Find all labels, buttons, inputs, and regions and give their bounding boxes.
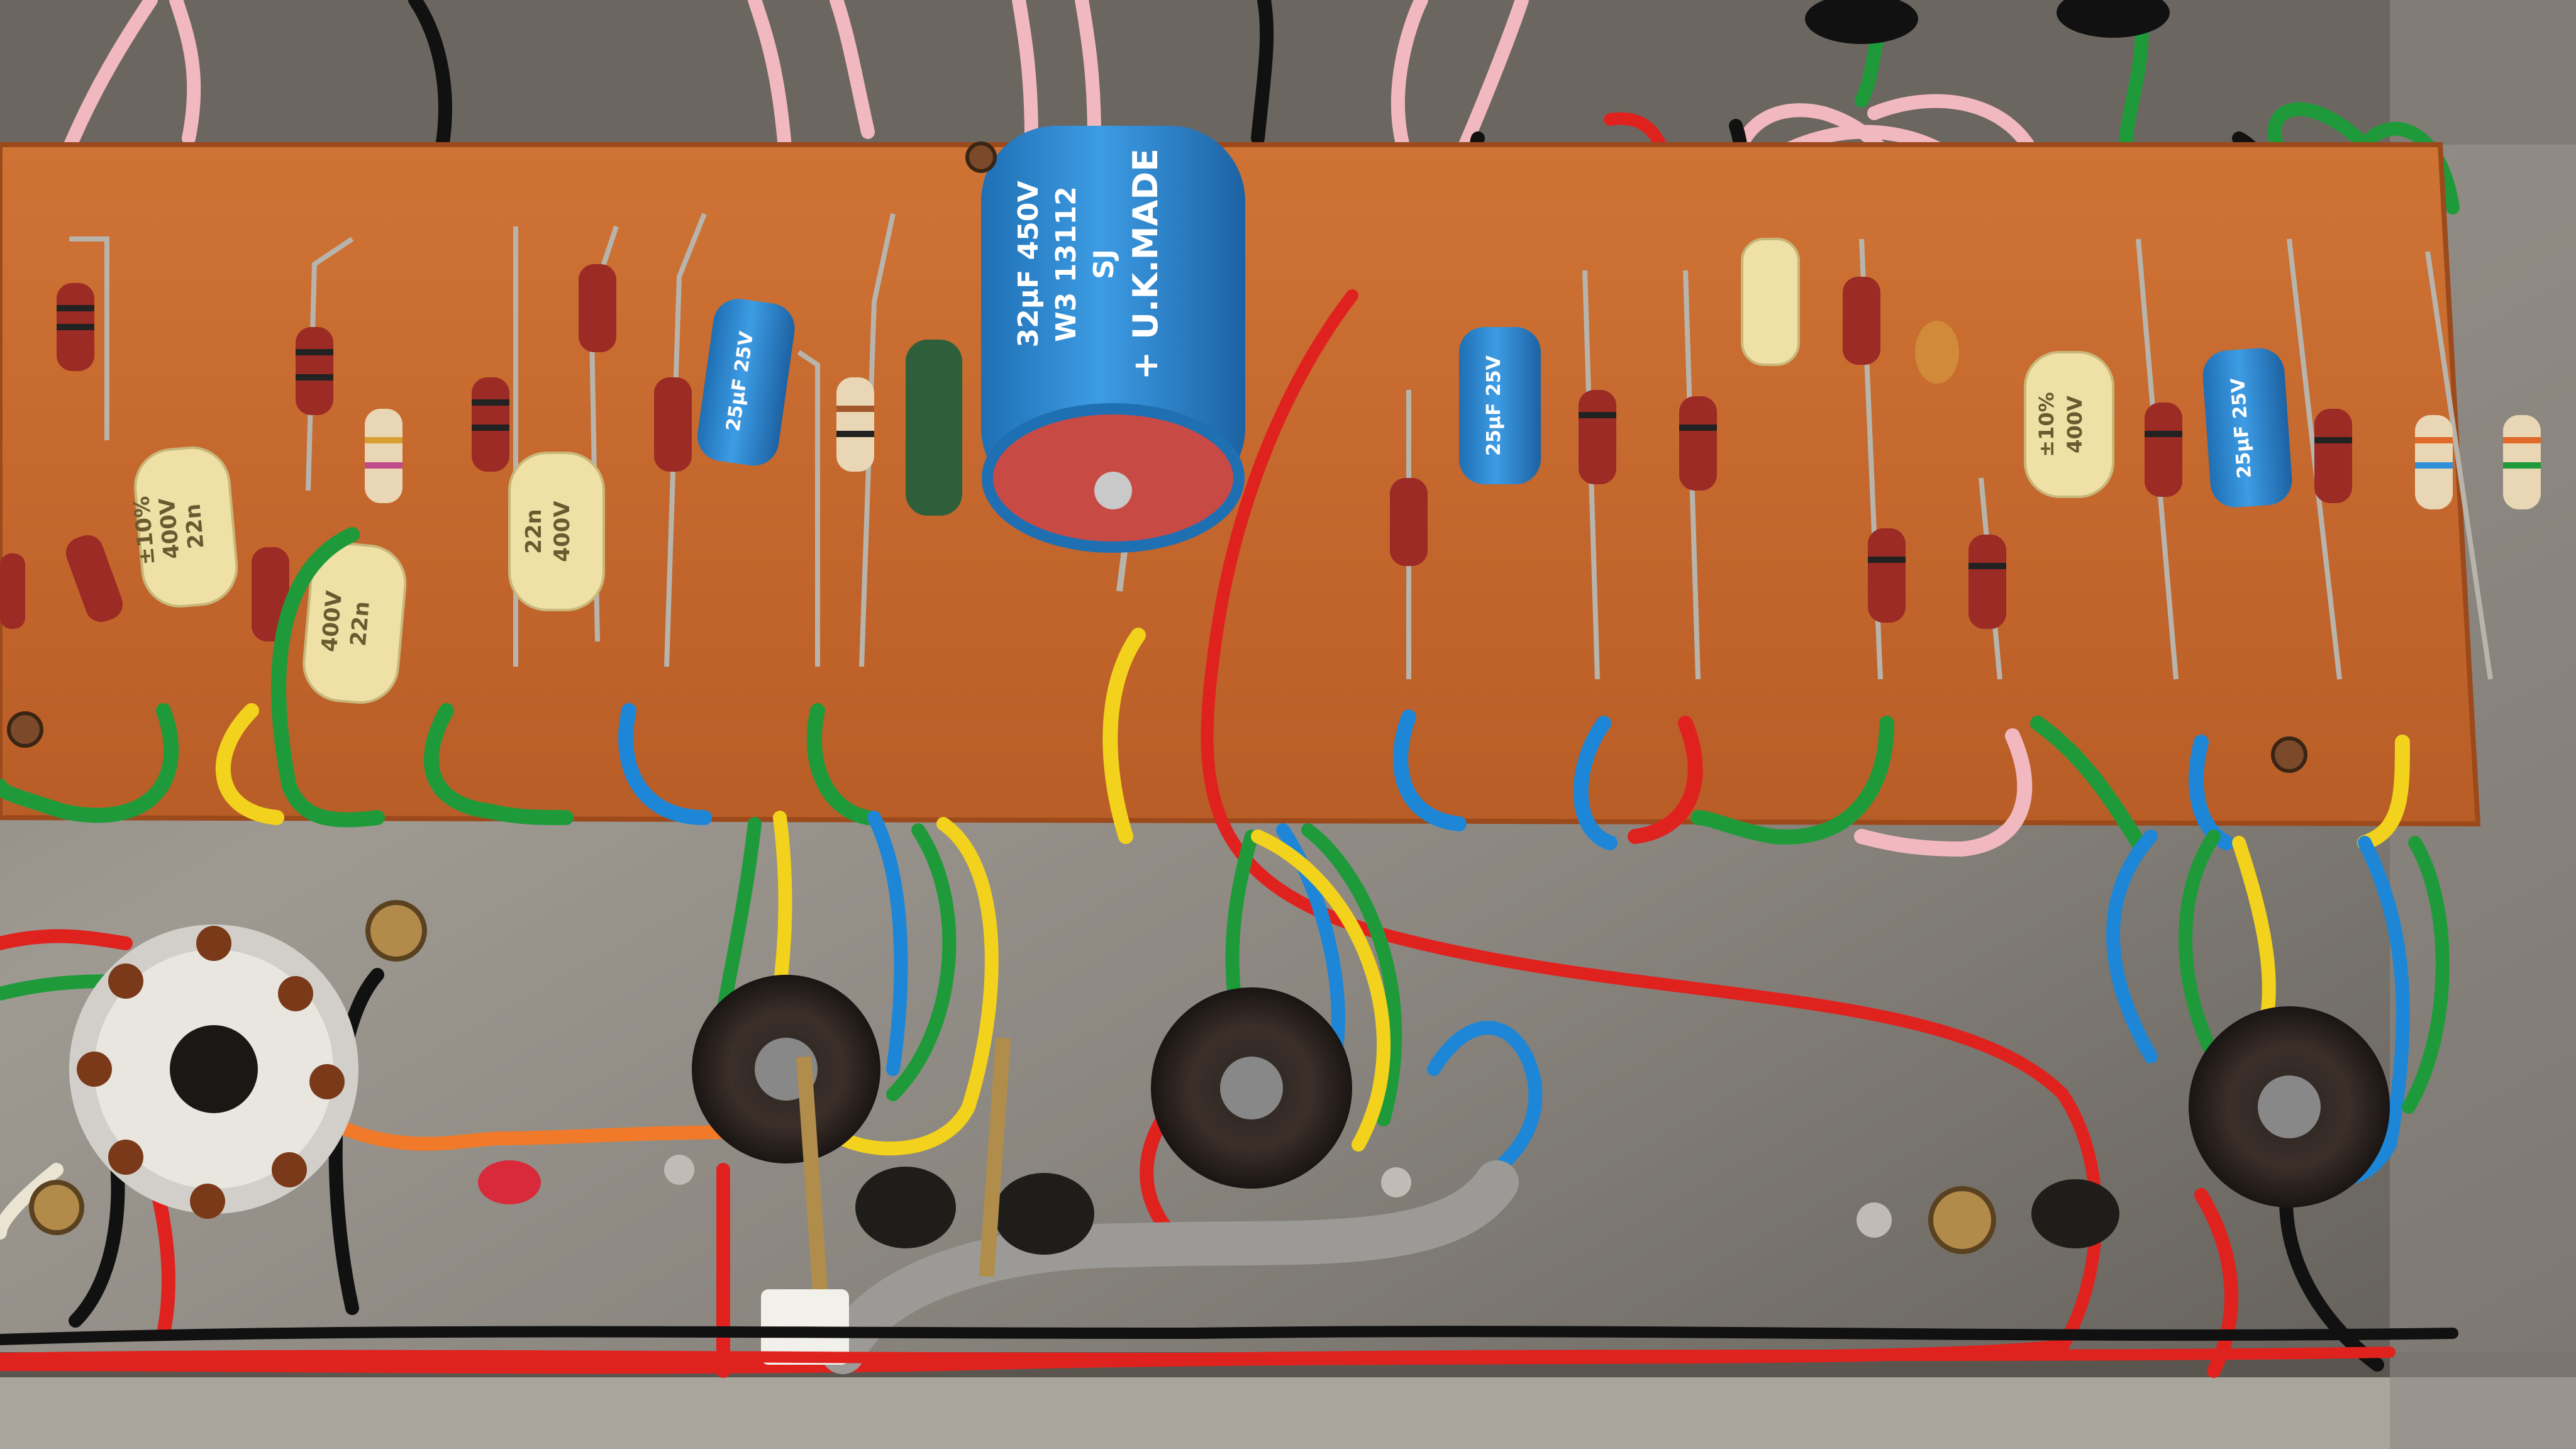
turret-lugs bbox=[7, 142, 2307, 773]
socket-wiring bbox=[0, 811, 2450, 1378]
film-cap-4-line-1: ±10% bbox=[2035, 392, 2058, 457]
power-tube-socket bbox=[69, 924, 358, 1219]
big-cap-line-4: + U.K.MADE bbox=[1126, 148, 1165, 380]
film-cap-2-line-1: 400V bbox=[317, 589, 347, 653]
film-cap-1-line-3: 22n bbox=[180, 502, 209, 550]
film-cap-1-line-1: ±10% bbox=[129, 495, 160, 566]
big-cap-line-3: SJ bbox=[1088, 249, 1120, 279]
grey-shielded-cable bbox=[821, 1160, 1519, 1374]
chassis-bottom-lip bbox=[0, 1371, 2576, 1449]
red-signal-wire bbox=[0, 289, 2102, 1374]
hardware-screws bbox=[29, 900, 2119, 1365]
film-cap-2-line-2: 22n bbox=[346, 600, 375, 647]
chassis-top-rail bbox=[0, 0, 2576, 145]
big-cap-line-2: W3 13112 bbox=[1050, 186, 1082, 342]
preamp-tube-socket-1 bbox=[692, 975, 880, 1163]
big-cap-line-1: 32μF 450V bbox=[1013, 181, 1045, 348]
big-filter-capacitor: 32μF 450V W3 13112 SJ + U.K.MADE bbox=[981, 126, 1245, 592]
resistors bbox=[0, 213, 2541, 680]
film-cap-4-line-2: 400V bbox=[2063, 396, 2087, 453]
board-edge-wires bbox=[0, 527, 2410, 857]
small-cap-2-label: 25μF 25V bbox=[1483, 355, 1505, 456]
film-cap-3-line-2: 400V bbox=[550, 501, 575, 562]
film-cap-1-line-2: 400V bbox=[154, 496, 184, 560]
preamp-tube-socket-3 bbox=[2189, 1006, 2390, 1208]
electrolytic-capacitors: 25μF 25V 25μF 25V 25μF 25V bbox=[697, 299, 2292, 508]
preamp-tube-socket-2 bbox=[1151, 987, 1352, 1189]
film-capacitors: ±10% 400V 22n 400V 22n 22n 400V ±10% 400… bbox=[129, 238, 2114, 704]
film-cap-3-line-1: 22n bbox=[521, 509, 547, 554]
